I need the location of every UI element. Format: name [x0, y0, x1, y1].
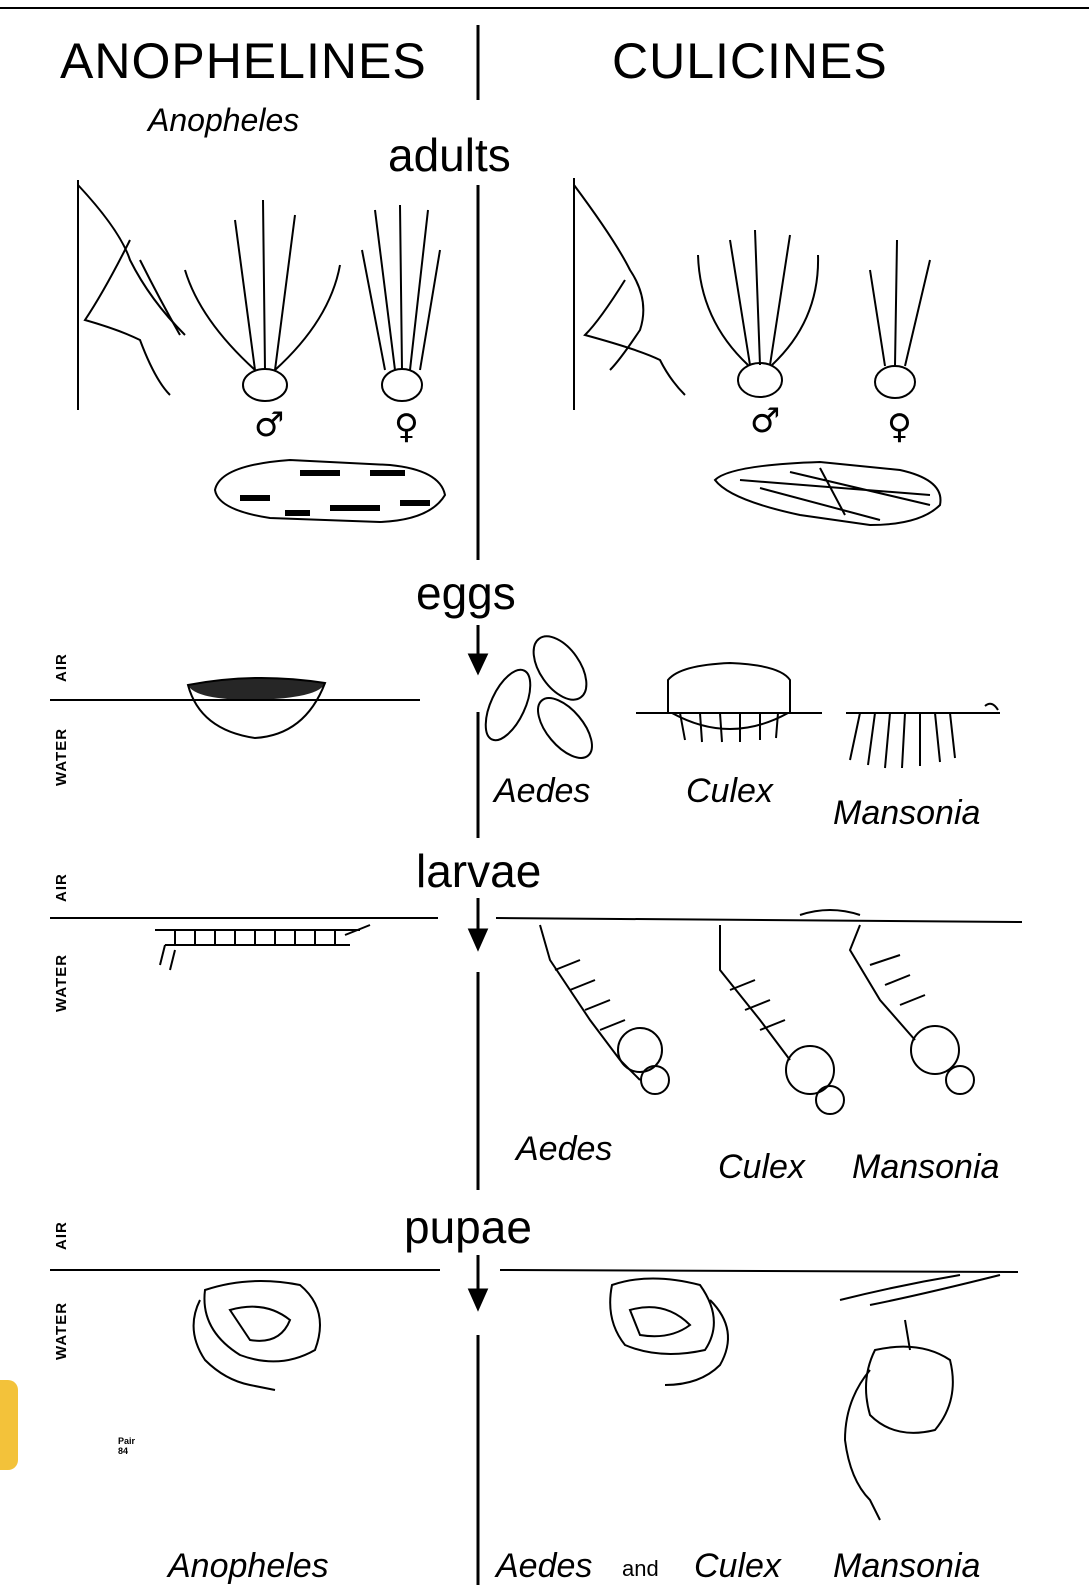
eggs-air-label: AIR [54, 653, 69, 682]
eggs-label-mansonia: Mansonia [833, 796, 980, 830]
stage-pupae: pupae [404, 1204, 532, 1250]
pupae-label-culex: Culex [694, 1549, 781, 1583]
egg-drawings [188, 627, 998, 768]
female-symbol-anopheles: ♀ [394, 410, 419, 444]
stage-larvae: larvae [416, 848, 541, 894]
pupae-drawings [194, 1275, 1000, 1520]
header-anophelines: ANOPHELINES [60, 36, 427, 86]
male-symbol-culicine: ♂ [750, 404, 780, 438]
stage-adults: adults [388, 132, 511, 178]
stage-eggs: eggs [416, 570, 516, 616]
eggs-water-label: WATER [54, 728, 69, 786]
larvae-label-aedes: Aedes [516, 1132, 612, 1166]
larvae-label-mansonia: Mansonia [852, 1150, 999, 1184]
female-symbol-culicine: ♀ [887, 410, 912, 444]
pupae-air-label: AIR [54, 1221, 69, 1250]
header-culicines: CULICINES [612, 36, 888, 86]
culicine-adult-drawings [574, 178, 941, 525]
larvae-drawings [155, 910, 974, 1114]
male-symbol-anopheles: ♂ [254, 408, 284, 442]
eggs-label-culex: Culex [686, 774, 773, 808]
pupae-label-mansonia: Mansonia [833, 1549, 980, 1583]
pupae-label-and: and [622, 1558, 659, 1580]
pupae-water-label: WATER [54, 1302, 69, 1360]
eggs-label-aedes: Aedes [494, 774, 590, 808]
pupae-label-aedes: Aedes [496, 1549, 592, 1583]
larvae-water-label: WATER [54, 954, 69, 1012]
larvae-label-culex: Culex [718, 1150, 805, 1184]
artist-signature: Pair 84 [118, 1436, 142, 1456]
pupae-label-anopheles: Anopheles [168, 1549, 329, 1583]
genus-anopheles-top: Anopheles [148, 104, 299, 136]
anopheles-wing-spots [240, 470, 430, 516]
larvae-air-label: AIR [54, 873, 69, 902]
